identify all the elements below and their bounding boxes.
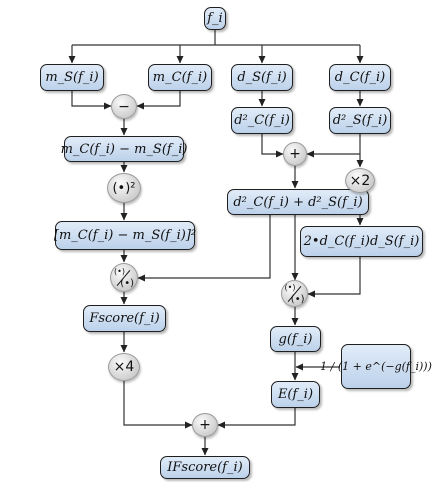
fscore-label: Fscore(f_i) [89,311,160,326]
times-four-operator-symbol: ×4 [113,359,135,375]
square-operator: (•)² [107,173,141,203]
times-two-operator-symbol: ×2 [349,172,371,189]
sigmoid-node: 1 / (1 + e^(−g(f_i))) [320,344,432,389]
divide-denominator: (•) [290,293,305,305]
ifscore-label: IFscore(f_i) [167,460,243,475]
divide-operator-left: (•) (•) [110,263,138,292]
input-feature-node: f_i [204,7,226,30]
ms-label: m_S(f_i) [45,70,99,85]
edge-dc2-plus [261,134,284,158]
ds-squared-node: d²_S(f_i) [329,107,391,134]
edge-sumsq-div1 [137,215,271,282]
fscore-node: Fscore(f_i) [83,305,166,332]
divide-icon: (•) (•) [284,283,306,305]
g-node: g(f_i) [270,326,321,352]
mean-difference-label: m_C(f_i) − m_S(f_i) [60,141,188,157]
mc-label: m_C(f_i) [152,70,208,85]
mc-node: m_C(f_i) [148,64,212,91]
ds-node: d_S(f_i) [231,64,293,91]
mean-difference-node: m_C(f_i) − m_S(f_i) [61,136,187,162]
edge-e-plus [217,408,296,429]
divide-icon: (•) (•) [113,267,135,289]
times-two-operator: ×2 [345,168,375,193]
sigmoid-label: 1 / (1 + e^(−g(f_i))) [320,360,432,373]
g-label: g(f_i) [278,331,313,347]
times-four-operator: ×4 [108,353,140,381]
minus-operator: − [111,94,137,119]
plus-operator: + [283,142,307,166]
e-node: E(f_i) [271,381,320,408]
edge-ms-minus [71,91,112,110]
input-feature-label: f_i [207,11,223,26]
difference-squared-label: [m_C(f_i) − m_S(f_i)]² [53,228,197,243]
square-operator-symbol: (•)² [112,180,136,196]
edge-times4-plus [123,381,193,429]
dc-squared-label: d²_C(f_i) [234,113,290,128]
final-plus-operator: + [192,413,218,437]
divide-denominator: (•) [120,277,134,289]
ds-squared-label: d²_S(f_i) [332,113,388,128]
cross-term-label: 2•d_C(f_i)d_S(f_i) [303,234,420,249]
edge-cross-div2 [307,257,361,298]
cross-term-node: 2•d_C(f_i)d_S(f_i) [300,226,423,257]
divide-operator-right: (•) (•) [281,280,308,307]
minus-operator-symbol: − [118,98,130,115]
dc-node: d_C(f_i) [329,64,391,91]
ds-label: d_S(f_i) [237,70,287,85]
difference-squared-node: [m_C(f_i) − m_S(f_i)]² [53,221,197,250]
e-label: E(f_i) [277,387,314,402]
plus-operator-symbol: + [289,146,301,162]
ifscore-node: IFscore(f_i) [160,456,250,479]
edge-ds2-plus [306,134,361,158]
final-plus-operator-symbol: + [199,417,211,433]
ms-node: m_S(f_i) [40,64,104,91]
dc-squared-node: d²_C(f_i) [231,107,293,134]
sum-of-squares-node: d²_C(f_i) + d²_S(f_i) [227,189,369,215]
divide-numerator: (•) [114,266,125,276]
edge-mc-minus [136,91,181,110]
divide-numerator: (•) [284,282,296,292]
dc-label: d_C(f_i) [334,70,386,85]
sum-of-squares-label: d²_C(f_i) + d²_S(f_i) [233,194,363,210]
